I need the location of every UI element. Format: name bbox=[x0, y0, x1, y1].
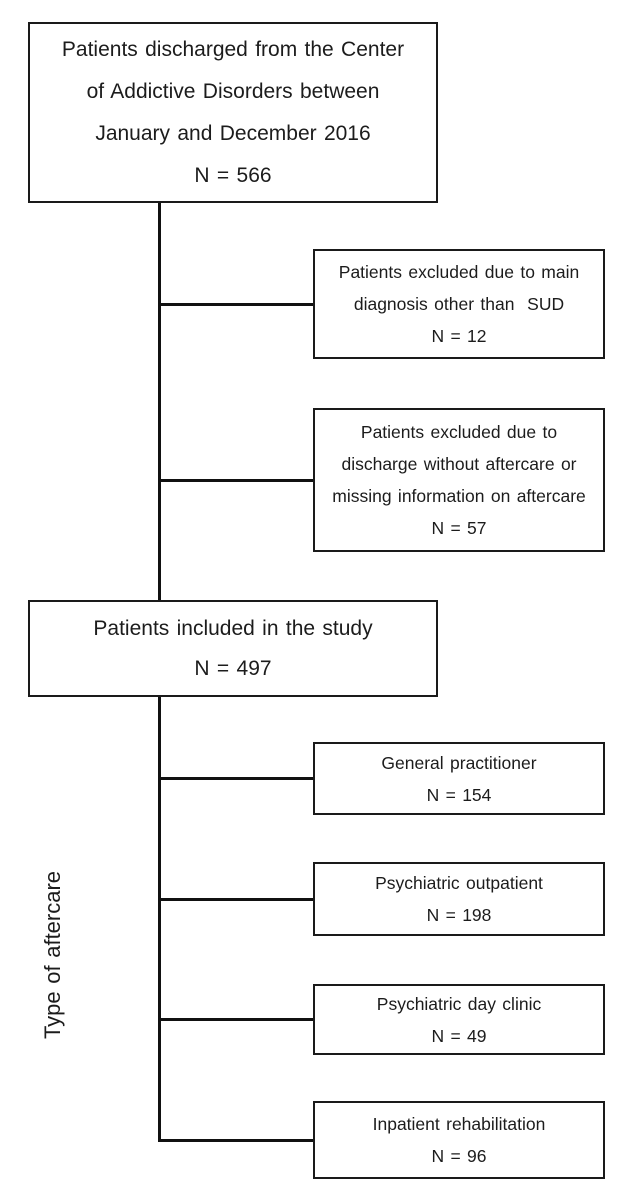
box-aftercare-psychiatric-day-clinic: Psychiatric day clinic N = 49 bbox=[313, 984, 605, 1055]
box-aftercare-psychiatric-outpatient: Psychiatric outpatient N = 198 bbox=[313, 862, 605, 936]
box-text-line: discharge without aftercare or bbox=[341, 454, 577, 474]
box-n-value: N = 497 bbox=[194, 656, 272, 680]
box-n-value: N = 96 bbox=[431, 1146, 487, 1166]
box-n-value: N = 198 bbox=[426, 905, 492, 925]
box-text-line: Patients excluded due to bbox=[360, 422, 558, 442]
box-n-value: N = 57 bbox=[431, 518, 487, 538]
box-n-value: N = 49 bbox=[431, 1025, 487, 1046]
box-n-value: N = 12 bbox=[431, 326, 487, 346]
box-aftercare-inpatient-rehabilitation: Inpatient rehabilitation N = 96 bbox=[313, 1101, 605, 1179]
box-n-value: N = 154 bbox=[426, 784, 492, 805]
box-aftercare-general-practitioner: General practitioner N = 154 bbox=[313, 742, 605, 815]
box-text-line: Psychiatric day clinic bbox=[376, 993, 542, 1014]
box-discharged-patients: Patients discharged from the Center of A… bbox=[28, 22, 438, 203]
box-text-line: missing information on aftercare bbox=[332, 486, 586, 506]
box-text-line: January and December 2016 bbox=[95, 121, 371, 145]
connector-branch-psychiatric-outpatient bbox=[158, 898, 313, 901]
box-text-line: Patients included in the study bbox=[93, 616, 373, 640]
connector-branch-psychiatric-day-clinic bbox=[158, 1018, 313, 1021]
box-text-line: Patients discharged from the Center bbox=[61, 37, 405, 61]
box-text-line: of Addictive Disorders between bbox=[86, 79, 380, 103]
box-text-line: Inpatient rehabilitation bbox=[372, 1114, 546, 1134]
connector-trunk-top bbox=[158, 203, 161, 600]
connector-trunk-bottom bbox=[158, 697, 161, 1142]
connector-branch-excluded-aftercare bbox=[158, 479, 313, 482]
box-included-patients: Patients included in the study N = 497 bbox=[28, 600, 438, 697]
aftercare-axis-label: Type of aftercare bbox=[40, 870, 65, 1040]
box-text-line: diagnosis other than SUD bbox=[353, 294, 565, 314]
box-excluded-no-aftercare: Patients excluded due to discharge witho… bbox=[313, 408, 605, 552]
connector-branch-excluded-sud bbox=[158, 303, 313, 306]
box-text-line: General practitioner bbox=[381, 752, 537, 773]
connector-branch-inpatient-rehabilitation bbox=[158, 1139, 313, 1142]
box-text-line: Patients excluded due to main bbox=[338, 262, 580, 282]
box-text-line: Psychiatric outpatient bbox=[375, 873, 543, 893]
box-n-value: N = 566 bbox=[194, 163, 272, 187]
box-excluded-non-sud: Patients excluded due to main diagnosis … bbox=[313, 249, 605, 359]
connector-branch-general-practitioner bbox=[158, 777, 313, 780]
